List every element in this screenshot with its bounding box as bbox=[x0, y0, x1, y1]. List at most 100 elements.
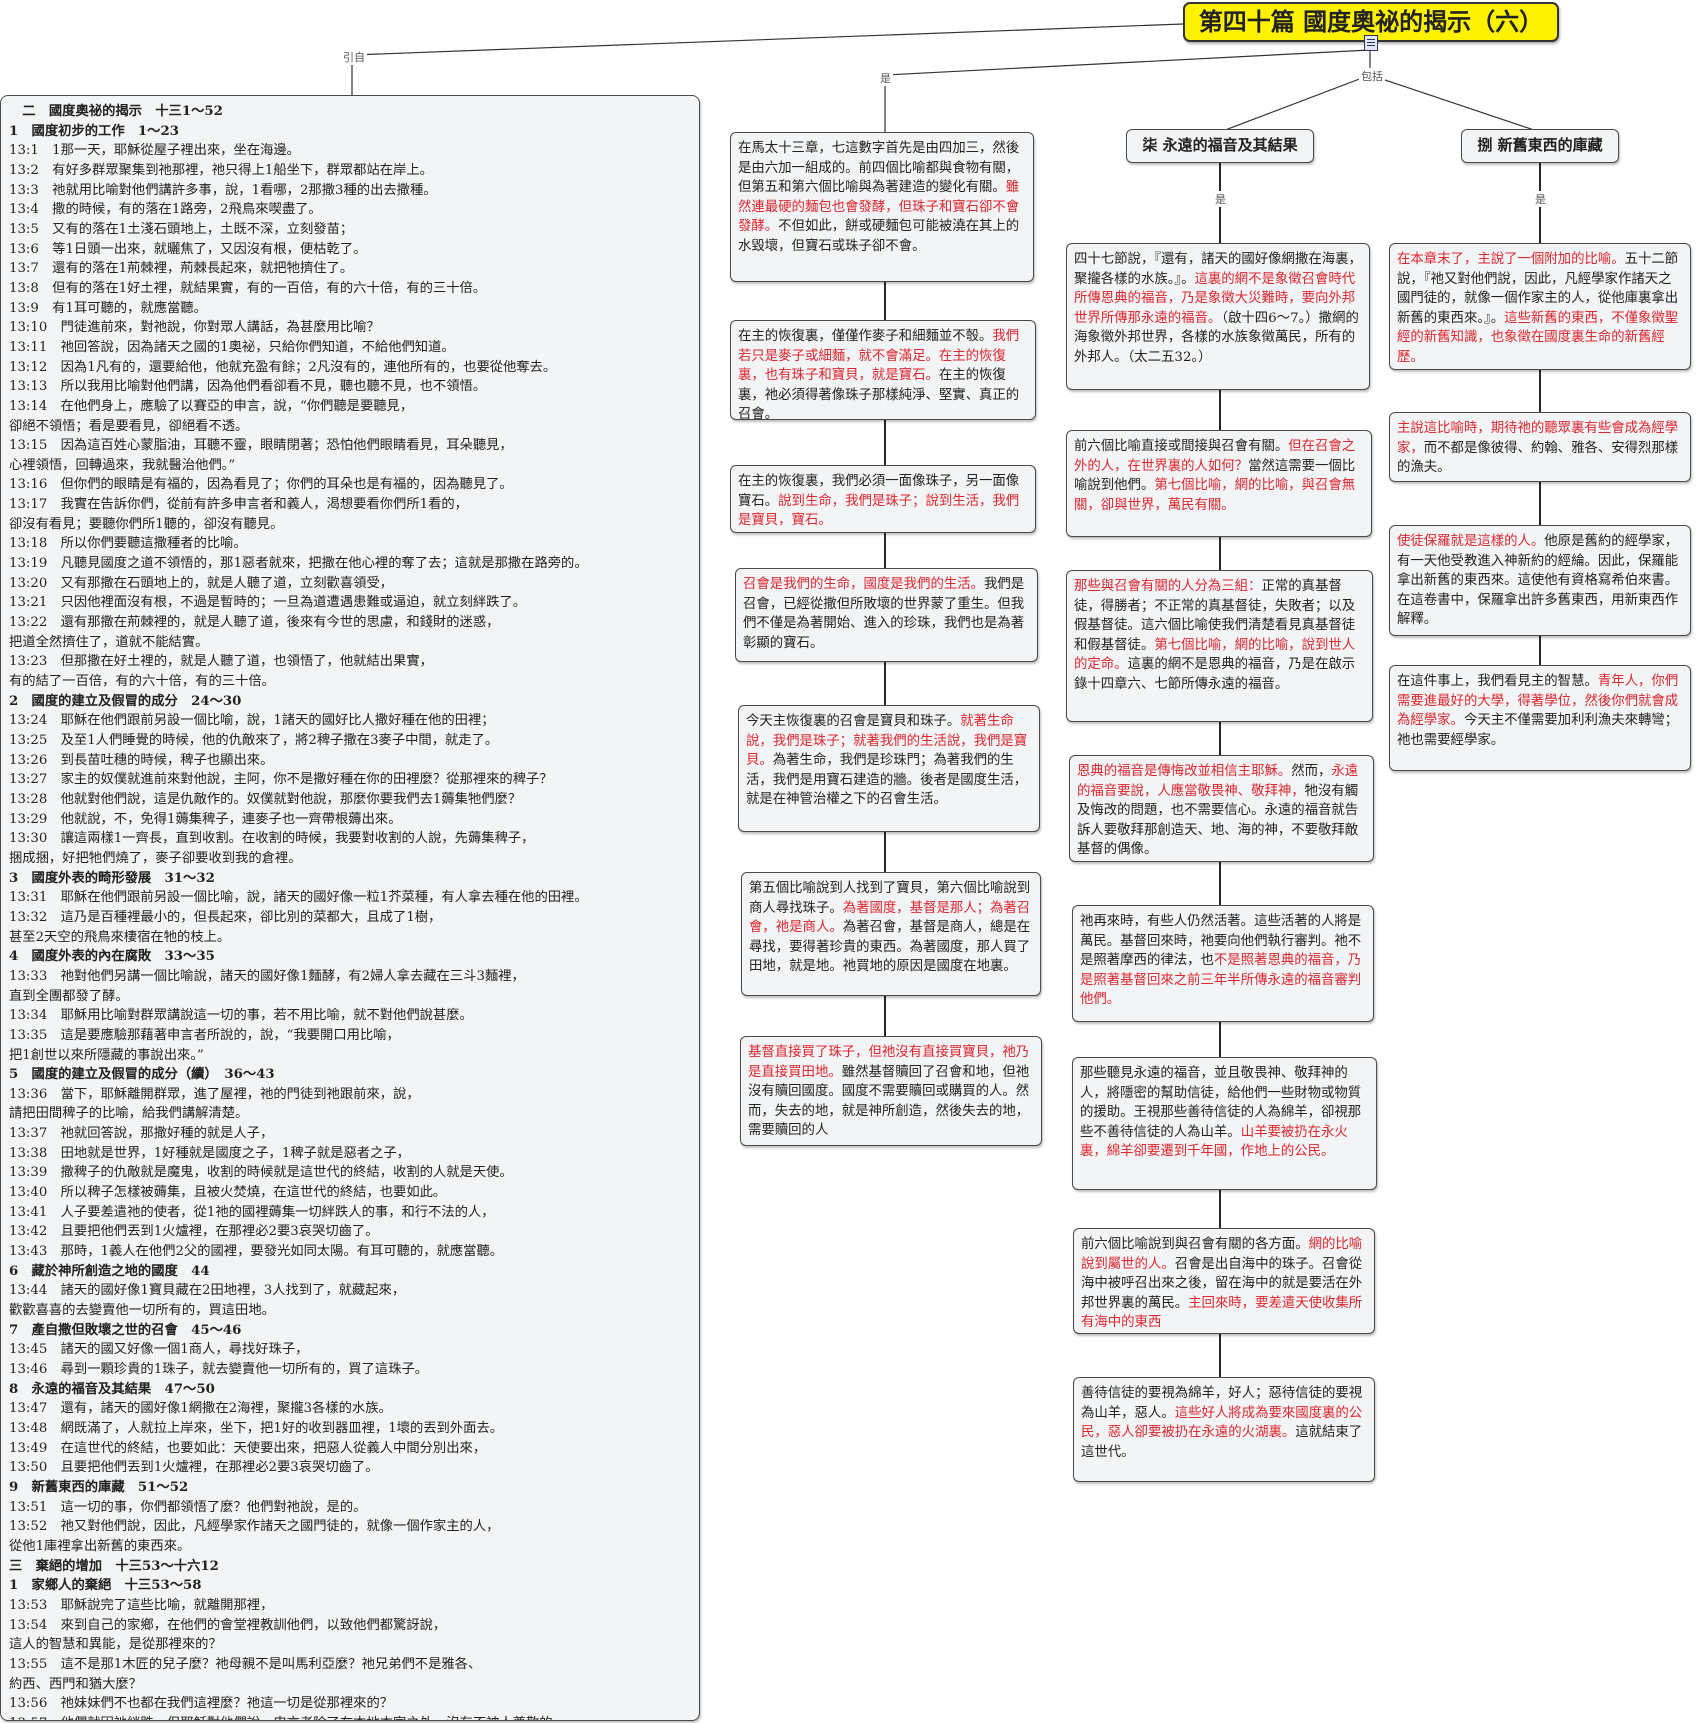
highlight-text: 為著國度，基督是那人；為著召會，祂是商人。 bbox=[749, 900, 1031, 936]
note-text: 今天主恢復裏的召會是寶貝和珠子。 bbox=[746, 714, 961, 729]
verse-line: 13:43 那時，1義人在他們2父的國裡，要發光如同太陽。有耳可聽的，就應當聽。 bbox=[9, 1244, 504, 1260]
topic-treasure-new-old[interactable]: 捌 新舊東西的庫藏 bbox=[1461, 129, 1619, 163]
verse-line: 13:18 所以你們要聽這撒種者的比喻。 bbox=[9, 536, 247, 552]
outline-heading: 9 新舊東西的庫藏 51～52 bbox=[9, 1479, 189, 1495]
highlight-text: 第七個比喻，網的比喻，說到世人的定命。 bbox=[1074, 637, 1356, 673]
verse-line: 13:30 讓這兩樣1一齊長，直到收割。在收割的時候，我要對收割的人說，先薅集稗… bbox=[9, 831, 535, 847]
verse-line: 13:2 有好多群眾聚集到祂那裡，祂只得上1船坐下，群眾都站在岸上。 bbox=[9, 162, 433, 178]
verse-line: 13:32 這乃是百種裡最小的，但長起來，卻比別的菜都大，且成了1樹， bbox=[9, 909, 442, 925]
col8-note-box[interactable]: 在本章末了，主說了一個附加的比喻。五十二節說，『祂又對他們說，因此，凡經學家作諸… bbox=[1389, 243, 1691, 370]
verse-line: 卻絕不領悟；看是要看見，卻絕看不透。 bbox=[9, 418, 249, 434]
verse-line: 13:9 有1耳可聽的，就應當聽。 bbox=[9, 300, 207, 316]
col7-note-box[interactable]: 善待信徒的要視為綿羊，好人；惡待信徒的要視為山羊，惡人。這些好人將成為要來國度裏… bbox=[1073, 1377, 1375, 1482]
outline-heading: 1 國度初步的工作 1～23 bbox=[9, 123, 179, 139]
verse-line: 13:45 諸天的國又好像一個1商人，尋找好珠子， bbox=[9, 1342, 309, 1358]
verse-line: 13:19 凡聽見國度之道不領悟的，那1惡者就來，把撒在他心裡的奪了去；這就是那… bbox=[9, 556, 588, 572]
verse-line: 13:16 但你們的眼睛是有福的，因為看見了；你們的耳朵也是有福的，因為聽見了。 bbox=[9, 477, 513, 493]
note-text: 然而， bbox=[1291, 764, 1332, 779]
note-text: 五十二節說，『祂又對他們說，因此，凡經學家作諸天之國門徒的，就像一個作家主的人，… bbox=[1397, 252, 1679, 326]
note-text: 在這件事上，我們看見主的智慧。 bbox=[1397, 674, 1598, 689]
col8-note-box[interactable]: 在這件事上，我們看見主的智慧。青年人，你們需要進最好的大學，得著學位，然後你們就… bbox=[1389, 665, 1691, 771]
verse-line: 卻沒有看見；要聽你們所1聽的，卻沒有聽見。 bbox=[9, 516, 284, 532]
label-is-8: 是 bbox=[1533, 191, 1548, 207]
col7-note-box[interactable]: 祂再來時，有些人仍然活著。這些活著的人將是萬民。基督回來時，祂要向他們執行審判。… bbox=[1072, 905, 1374, 1022]
verse-line: 13:17 我實在告訴你們，從前有許多申言者和義人，渴想要看你們所1看的， bbox=[9, 497, 468, 513]
note-text: 雖然基督贖回了召會和地，但祂沒有贖回國度。國度不需要贖回或購買的人。然而，失去的… bbox=[748, 1064, 1030, 1139]
verse-line: 13:27 家主的奴僕就進前來對他說，主阿，你不是撒好種在你的田裡麼？從那裡來的… bbox=[9, 772, 553, 788]
highlight-text: 這些好人將成為要來國度裏的公民，惡人卻要被扔在永遠的火湖裏。 bbox=[1081, 1405, 1363, 1441]
verse-line: 13:39 撒稗子的仇敵就是魔鬼，收割的時候就是這世代的終結，收割的人就是天使。 bbox=[9, 1165, 513, 1181]
highlight-text: 第七個比喻，網的比喻，與召會無關，卻與世界，萬民有關。 bbox=[1074, 478, 1356, 513]
note-text: 不但如此，餅或硬麵包可能被澆在其上的水毀壞，但寶石或珠子卻不會。 bbox=[738, 219, 1020, 254]
verse-line: 直到全團都發了酵。 bbox=[9, 988, 129, 1004]
col1-note-box[interactable]: 在馬太十三章，七這數字首先是由四加三，然後是由六加一組成的。前四個比喻都與食物有… bbox=[730, 132, 1034, 282]
verse-line: 13:40 所以稗子怎樣被薅集，且被火焚燒，在這世代的終結，也要如此。 bbox=[9, 1185, 447, 1201]
verse-line: 13:53 耶穌說完了這些比喻，就離開那裡， bbox=[9, 1597, 274, 1613]
verse-line: 13:55 這不是那1木匠的兒子麼？祂母親不是叫馬利亞麼？祂兄弟們不是雅各、 bbox=[9, 1656, 482, 1672]
highlight-text: 恩典的福音是傳悔改並相信主耶穌。 bbox=[1077, 764, 1292, 779]
col7-note-box[interactable]: 恩典的福音是傳悔改並相信主耶穌。然而，永遠的福音要說，人應當敬畏神、敬拜神，牠沒… bbox=[1069, 755, 1374, 862]
highlight-text: 基督直接買了珠子，但祂沒有直接買寶貝，祂乃是直接買田地。 bbox=[748, 1045, 1030, 1080]
verse-line: 13:4 撒的時候，有的落在1路旁，2飛鳥來喫盡了。 bbox=[9, 202, 322, 218]
highlight-text: 雖然連最硬的麵包也會發酵，但珠子和寶石卻不會發酵。 bbox=[738, 180, 1020, 235]
verse-line: 13:24 耶穌在他們跟前另設一個比喻，說，1諸天的國好比人撒好種在他的田裡； bbox=[9, 713, 495, 729]
topic-eternal-gospel[interactable]: 柒 永遠的福音及其結果 bbox=[1126, 129, 1314, 163]
col7-note-box[interactable]: 那些聽見永遠的福音，並且敬畏神、敬拜神的人，將隱密的幫助信徒，給他們一些財物或物… bbox=[1072, 1057, 1377, 1190]
col1-note-box[interactable]: 在主的恢復裏，我們必須一面像珠子，另一面像寶石。說到生命，我們是珠子；說到生活，… bbox=[730, 465, 1036, 533]
col8-note-box[interactable]: 使徒保羅就是這樣的人。他原是舊約的經學家，有一天他受教進入神新約的經綸。因此，保… bbox=[1389, 525, 1691, 636]
note-text: 祂再來時，有些人仍然活著。這些活著的人將是萬民。基督回來時，祂要向他們執行審判。… bbox=[1080, 914, 1362, 969]
highlight-text: 在本章末了，主說了一個附加的比喻。 bbox=[1397, 252, 1625, 267]
outline-heading: 2 國度的建立及假冒的成分 24～30 bbox=[9, 693, 242, 709]
outline-heading: 6 藏於神所創造之地的國度 44 bbox=[9, 1263, 210, 1279]
note-text: 當然這需要一個比喻說到他們。 bbox=[1074, 458, 1356, 494]
col1-note-box[interactable]: 在主的恢復裏，僅僅作麥子和細麵並不彀。我們若只是麥子或細麵，就不會滿足。在主的恢… bbox=[730, 320, 1036, 420]
verse-line: 13:31 耶穌在他們跟前另設一個比喻，說，諸天的國好像一粒1芥菜種，有人拿去種… bbox=[9, 890, 588, 906]
col1-note-box[interactable]: 今天主恢復裏的召會是寶貝和珠子。就著生命說，我們是珠子；就著我們的生活說，我們是… bbox=[738, 705, 1040, 832]
col1-note-box[interactable]: 基督直接買了珠子，但祂沒有直接買寶貝，祂乃是直接買田地。雖然基督贖回了召會和地，… bbox=[740, 1036, 1042, 1146]
verse-line: 13:49 在這世代的終結，也要如此：天使要出來，把惡人從義人中間分別出來， bbox=[9, 1440, 487, 1456]
verse-line: 13:50 且要把他們丟到1火爐裡，在那裡必2要3哀哭切齒了。 bbox=[9, 1460, 379, 1476]
verse-line: 13:36 當下，耶穌離開群眾，進了屋裡，祂的門徒到祂跟前來，說， bbox=[9, 1086, 420, 1102]
verse-line: 13:29 他就說，不，免得1薅集稗子，連麥子也一齊帶根薅出來。 bbox=[9, 811, 402, 827]
col7-note-box[interactable]: 前六個比喻直接或間接與召會有關。但在召會之外的人，在世界裏的人如何？當然這需要一… bbox=[1066, 430, 1372, 537]
highlight-text: 召會是我們的生命，國度是我們的生活。 bbox=[743, 577, 985, 592]
col1-note-box[interactable]: 第五個比喻說到人找到了寶貝，第六個比喻說到商人尋找珠子。為著國度，基督是那人；為… bbox=[741, 872, 1041, 996]
note-text: 今天主不僅需要加利利漁夫來轉彎；祂也需要經學家。 bbox=[1397, 713, 1679, 748]
verse-line: 請把田間稗子的比喻，給我們講解清楚。 bbox=[9, 1106, 249, 1122]
verse-line: 13:48 網既滿了，人就拉上岸來，坐下，把1好的收到器皿裡，1壞的丟到外面去。 bbox=[9, 1420, 504, 1436]
col7-note-box[interactable]: 前六個比喻說到與召會有關的各方面。網的比喻說到屬世的人。召會是出自海中的珠子。召… bbox=[1073, 1228, 1375, 1334]
outline-heading: 7 產自撒但敗壞之世的召會 45～46 bbox=[9, 1322, 242, 1338]
verse-line: 甚至2天空的飛鳥來棲宿在牠的枝上。 bbox=[9, 929, 231, 945]
note-text: 這就結束了這世代。 bbox=[1081, 1425, 1363, 1460]
verse-line: 捆成捆，好把牠們燒了，麥子卻要收到我的倉裡。 bbox=[9, 850, 302, 866]
highlight-text: 就著生命說，我們是珠子；就著我們的生活說，我們是寶貝。 bbox=[746, 714, 1028, 769]
outline-heading: 1 家鄉人的棄絕 十三53～58 bbox=[9, 1578, 202, 1594]
highlight-text: 主說這比喻時，期待祂的聽眾裏有些會成為經學家， bbox=[1397, 421, 1679, 456]
note-text: 而不都是像彼得、約翰、雅各、安得烈那樣的漁夫。 bbox=[1397, 440, 1679, 476]
col7-note-box[interactable]: 那些與召會有關的人分為三組：正常的真基督徒，得勝者；不正常的真基督徒，失敗者；以… bbox=[1066, 570, 1373, 722]
note-icon[interactable] bbox=[1364, 35, 1378, 51]
verse-line: 13:20 又有那撒在石頭地上的，就是人聽了道，立刻歡喜領受， bbox=[9, 575, 394, 591]
label-is: 是 bbox=[878, 70, 893, 86]
note-text: 正常的真基督徒，得勝者；不正常的真基督徒，失敗者；以及假基督徒。這六個比喻使我們… bbox=[1074, 579, 1356, 653]
verse-line: 13:28 他就對他們說，這是仇敵作的。奴僕就對他說，那麼你要我們去1薅集牠們麼… bbox=[9, 791, 522, 807]
col1-note-box[interactable]: 召會是我們的生命，國度是我們的生活。我們是召會，已經從撒但所敗壞的世界蒙了重生。… bbox=[735, 568, 1038, 662]
verse-line: 約西、西門和猶大麼？ bbox=[9, 1676, 142, 1692]
note-text: 為著召會，基督是商人，總是在尋找，要得著珍貴的東西。為著國度，那人買了田地，就是… bbox=[749, 920, 1031, 975]
verse-line: 13:56 祂妹妹們不也都在我們這裡麼？祂這一切是從那裡來的？ bbox=[9, 1696, 394, 1712]
note-text: 這裏的網不是恩典的福音，乃是在啟示錄十四章六、七節所傳永遠的福音。 bbox=[1074, 657, 1356, 692]
note-text: 前六個比喻直接或間接與召會有關。 bbox=[1074, 439, 1289, 454]
verse-line: 13:52 祂又對他們說，因此，凡經學家作諸天之國門徒的，就像一個作家主的人， bbox=[9, 1519, 500, 1535]
col7-note-box[interactable]: 四十七節說，『還有，諸天的國好像網撒在海裏，聚攏各樣的水族。』。這裏的網不是象徵… bbox=[1066, 243, 1370, 390]
outline-heading: 4 國度外表的內在腐敗 33～35 bbox=[9, 949, 215, 965]
verse-line: 13:10 門徒進前來，對祂說，你對眾人講話，為甚麼用比喻？ bbox=[9, 320, 380, 336]
verse-line: 13:14 在他們身上，應驗了以賽亞的申言，說，“你們聽是要聽見， bbox=[9, 398, 414, 414]
highlight-text: 這些新舊的東西，不僅象徵聖經的新舊知識，也象徵在國度裏生命的新舊經歷。 bbox=[1397, 310, 1679, 365]
verse-line: 13:35 這是要應驗那藉著申言者所說的，說，“我要開口用比喻， bbox=[9, 1027, 400, 1043]
verse-line: 把1創世以來所隱藏的事說出來。” bbox=[9, 1047, 204, 1063]
highlight-text: 這裏的網不是象徵召會時代所傳恩典的福音，乃是象徵大災難時，要向外邦世界所傳那永遠… bbox=[1074, 271, 1356, 326]
verse-line: 13:12 因為1凡有的，還要給他，他就充盈有餘；2凡沒有的，連他所有的，也要從… bbox=[9, 359, 557, 375]
verse-line: 從他1庫裡拿出新舊的東西來。 bbox=[9, 1538, 191, 1554]
col8-note-box[interactable]: 主說這比喻時，期待祂的聽眾裏有些會成為經學家，而不都是像彼得、約翰、雅各、安得烈… bbox=[1389, 412, 1691, 482]
